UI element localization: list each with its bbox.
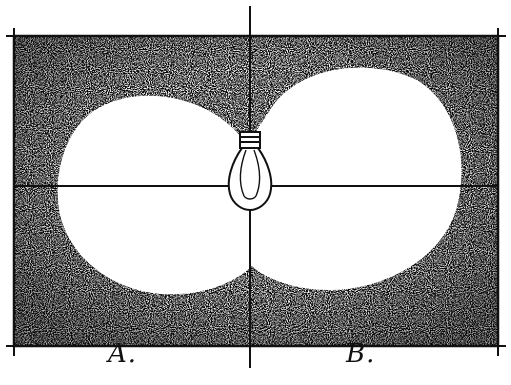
- label-b: B.: [346, 339, 375, 369]
- label-a: A.: [108, 339, 137, 369]
